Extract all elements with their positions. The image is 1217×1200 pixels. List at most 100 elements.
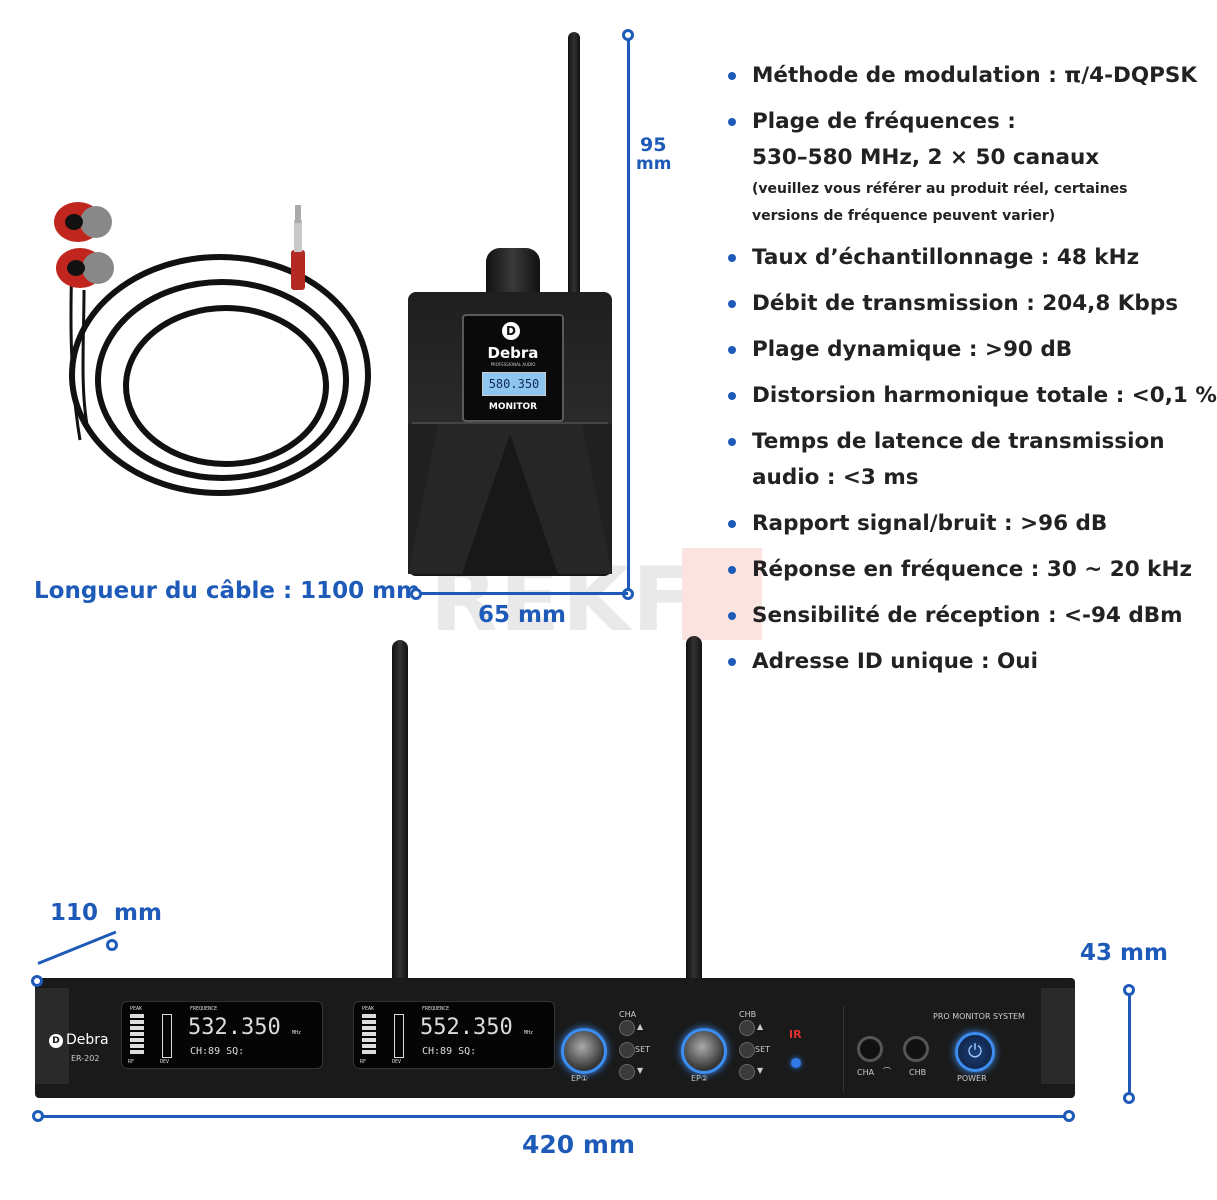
receiver-depth-marker-right [106, 939, 118, 951]
right-panel-section [843, 1006, 1004, 1092]
jack-chb-label: CHB [909, 1068, 927, 1077]
bullet-icon [728, 300, 736, 308]
receiver-antenna-right [686, 636, 702, 980]
channel-b-unit: MHz [524, 1030, 534, 1036]
chb-up-arrow-icon: ▲ [757, 1022, 764, 1031]
channel-a-rf-label: RF [128, 1059, 135, 1065]
bullet-icon [728, 658, 736, 666]
receiver-width-right-marker [1063, 1110, 1075, 1122]
bodypack-faceplate: D Debra PROFESSIONAL AUDIO 580.350 MONIT… [462, 314, 564, 422]
channel-a-display: PEAK RF DEV FREQUENCE 532.350 MHz CH:89 … [121, 1001, 323, 1069]
receiver-width-line [38, 1115, 1070, 1118]
rack-ear-right [1041, 988, 1075, 1084]
channel-b-freq-label: FREQUENCE [422, 1006, 450, 1012]
bodypack-logo-icon: D [502, 322, 520, 340]
receiver-antenna-left [392, 640, 408, 980]
chb-set-label: SET [755, 1045, 771, 1054]
channel-b-peak-label: PEAK [362, 1006, 375, 1012]
spec-item: Plage dynamique : >90 dB [728, 332, 1188, 368]
ir-label: IR [789, 1028, 802, 1041]
bodypack: D Debra PROFESSIONAL AUDIO 580.350 MONIT… [408, 292, 612, 576]
ep2-label: EP② [691, 1074, 709, 1083]
bullet-icon [728, 118, 736, 126]
channel-a-af-meter [162, 1014, 172, 1058]
channel-a-unit: MHz [292, 1030, 302, 1036]
bullet-icon [728, 520, 736, 528]
bodypack-height-top-marker [622, 29, 634, 41]
channel-a-status: CH:89 SQ: [190, 1046, 245, 1057]
chb-set-button[interactable] [739, 1042, 755, 1058]
spec-item: Distorsion harmonique totale : <0,1 % [728, 378, 1217, 414]
earbud-right-icon [56, 248, 114, 288]
spec-item: Méthode de modulation : π/4-DQPSK [728, 58, 1197, 94]
receiver-depth-line [37, 930, 117, 965]
channel-b-rf-label: RF [360, 1059, 367, 1065]
spec-item: Rapport signal/bruit : >96 dB [728, 506, 1188, 542]
bodypack-antenna [568, 32, 580, 298]
channel-a-peak-label: PEAK [130, 1006, 143, 1012]
bullet-icon [728, 392, 736, 400]
receiver-panel: D Debra ER-202 PEAK RF DEV FREQUENCE 532… [35, 978, 1075, 1098]
bodypack-brand: Debra [487, 344, 539, 362]
cha-up-button[interactable] [619, 1020, 635, 1036]
headphone-jack-cha[interactable] [857, 1036, 883, 1062]
product-line-label: PRO MONITOR SYSTEM [933, 1012, 1025, 1021]
bullet-icon [728, 612, 736, 620]
spec-item: Taux d’échantillonnage : 48 kHz [728, 240, 1188, 276]
bodypack-height-line [627, 36, 630, 594]
cha-down-arrow-icon: ▼ [637, 1066, 644, 1075]
ep1-volume-knob[interactable] [561, 1028, 607, 1074]
chb-up-button[interactable] [739, 1020, 755, 1036]
receiver-height-top-marker [1123, 984, 1135, 996]
channel-b-status: CH:89 SQ: [422, 1046, 477, 1057]
channel-b-display: PEAK RF DEV FREQUENCE 552.350 MHz CH:89 … [353, 1001, 555, 1069]
bodypack-height-value: 95 [640, 134, 667, 156]
channel-b-frequency: 552.350 [420, 1015, 513, 1040]
bodypack-knob [486, 248, 540, 300]
bodypack-width-left-marker [410, 588, 422, 600]
cha-set-button[interactable] [619, 1042, 635, 1058]
headphone-jack-chb[interactable] [903, 1036, 929, 1062]
receiver-logo-icon: D [49, 1034, 63, 1048]
chb-down-button[interactable] [739, 1064, 755, 1080]
cha-up-arrow-icon: ▲ [637, 1022, 644, 1031]
bodypack-display: 580.350 [482, 372, 546, 396]
bodypack-height-unit: mm [636, 154, 672, 174]
channel-a-rf-meter [130, 1014, 144, 1056]
bodypack-monitor-label: MONITOR [488, 402, 538, 412]
spec-item: Plage de fréquences :530–580 MHz, 2 × 50… [728, 104, 1188, 230]
bodypack-width-line [416, 592, 628, 595]
receiver-height-label: 43 mm [1080, 940, 1168, 966]
spec-item: Sensibilité de réception : <-94 dBm [728, 598, 1188, 634]
receiver-depth-label: 110 mm [50, 900, 162, 926]
receiver-brand: Debra [66, 1032, 109, 1048]
cable-length-label: Longueur du câble : 1100 mm [34, 578, 421, 604]
cha-set-label: SET [635, 1045, 651, 1054]
channel-a-dev-label: DEV [160, 1059, 170, 1065]
spec-list: Méthode de modulation : π/4-DQPSK Plage … [728, 58, 1217, 680]
spec-item: Réponse en fréquence : 30 ~ 20 kHz [728, 552, 1192, 588]
earphones-image [54, 202, 371, 496]
bullet-icon [728, 346, 736, 354]
chb-button-group-label: CHB [739, 1010, 757, 1019]
receiver-model: ER-202 [71, 1054, 100, 1063]
ep2-volume-knob[interactable] [681, 1028, 727, 1074]
bullet-icon [728, 566, 736, 574]
channel-b-rf-meter [362, 1014, 376, 1056]
bullet-icon [728, 72, 736, 80]
power-icon: ⏻ [967, 1041, 983, 1062]
ep1-label: EP① [571, 1074, 589, 1083]
receiver-height-line [1128, 990, 1131, 1098]
cha-down-button[interactable] [619, 1064, 635, 1080]
power-button[interactable]: ⏻ [955, 1032, 995, 1072]
headphone-icon: ⌒ [883, 1067, 891, 1076]
chb-down-arrow-icon: ▼ [757, 1066, 764, 1075]
receiver-height-bottom-marker [1123, 1092, 1135, 1104]
watermark-badge [682, 548, 762, 640]
receiver-width-left-marker [32, 1110, 44, 1122]
channel-a-frequency: 532.350 [188, 1015, 281, 1040]
spec-item: Débit de transmission : 204,8 Kbps [728, 286, 1188, 322]
spec-item: Adresse ID unique : Oui [728, 644, 1188, 680]
cha-button-group-label: CHA [619, 1010, 637, 1019]
